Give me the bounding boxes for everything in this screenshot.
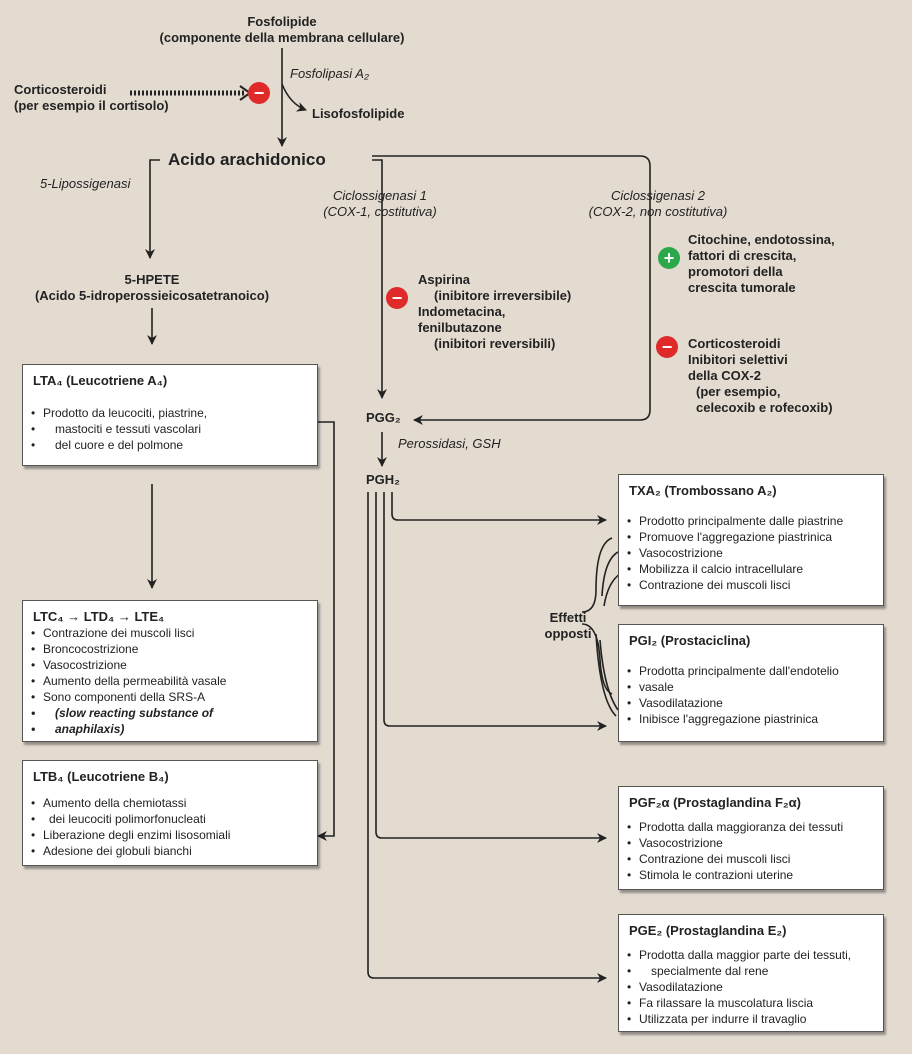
arrow-pgh2-pge2 — [367, 492, 607, 983]
txa2-item: Contrazione dei muscoli lisci — [627, 577, 843, 593]
cox1-sublabel: (COX-1, costitutiva) — [323, 204, 437, 219]
ltc4-item: Vasocostrizione — [31, 657, 226, 673]
arachidonic-acid-label: Acido arachidonico — [168, 150, 326, 169]
pge2-item: Utilizzata per indurre il travaglio — [627, 1011, 851, 1027]
hpete-fullname: (Acido 5-idroperossieicosatetranoico) — [34, 288, 270, 303]
pgi2-box: PGI₂ (Prostaciclina) Prodotta principalm… — [618, 624, 884, 742]
pgf2a-item: Vasocostrizione — [627, 835, 843, 851]
aspirin-sublabel: (inibitore irreversibile) — [434, 288, 572, 303]
ltb4-box: LTB₄ (Leucotriene B₄) Aumento della chem… — [22, 760, 318, 866]
pge2-item: Vasodilatazione — [627, 979, 851, 995]
lta4-title: LTA₄ (Leucotriene A₄) — [33, 373, 168, 388]
phospholipase-label: Fosfolipasi A₂ — [290, 66, 369, 81]
ltc4-note: anaphilaxis) — [31, 721, 226, 737]
ltc4-box: LTC₄ → LTD₄ → LTE₄ Contrazione dei musco… — [22, 600, 318, 742]
txa2-item: Promuove l'aggregazione piastrinica — [627, 529, 843, 545]
ltc4-item: Sono componenti della SRS-A — [31, 689, 226, 705]
ltc4-item: Broncocostrizione — [31, 641, 226, 657]
pgh2-label: PGH₂ — [366, 472, 400, 487]
pgi2-item: Vasodilatazione — [627, 695, 839, 711]
lipoxygenase-label: 5-Lipossigenasi — [40, 176, 131, 191]
arrow-pgh2-pgf2a — [375, 492, 607, 843]
pge2-item: Fa rilassare la muscolatura liscia — [627, 995, 851, 1011]
arrow-lta4-ltb4 — [312, 421, 335, 841]
pge2-box: PGE₂ (Prostaglandina E₂) Prodotta dalla … — [618, 914, 884, 1032]
phospholipid-label: Fosfolipide — [247, 14, 317, 29]
pgf2a-title: PGF₂α (Prostaglandina F₂α) — [629, 795, 801, 810]
lta4-item: Prodotto da leucociti, piastrine, — [31, 405, 207, 421]
ltb4-item: Aumento della chemiotassi — [31, 795, 230, 811]
pgf2a-box: PGF₂α (Prostaglandina F₂α) Prodotta dall… — [618, 786, 884, 890]
ltb4-item: dei leucociti polimorfonucleati — [31, 811, 230, 827]
txa2-box: TXA₂ (Trombossano A₂) Prodotto principal… — [618, 474, 884, 606]
arrow-pgh2-pgi2 — [383, 492, 607, 731]
ltb4-item: Adesione dei globuli bianchi — [31, 843, 230, 859]
connector-opposite-1 — [581, 537, 613, 613]
pge2-item: Prodotta dalla maggior parte dei tessuti… — [627, 947, 851, 963]
lysophospholipid-label: Lisofosfolipide — [312, 106, 405, 121]
stimulator-line-1: Citochine, endotossina, — [688, 232, 835, 247]
stimulation-plus-icon: + — [658, 247, 680, 269]
arrow-pgh2-txa2 — [391, 492, 607, 525]
phenylbutazone-label: fenilbutazone — [418, 320, 502, 335]
ltb4-title: LTB₄ (Leucotriene B₄) — [33, 769, 169, 784]
arrow-cox2 — [372, 155, 651, 425]
indomethacin-label: Indometacina, — [418, 304, 506, 319]
stimulator-line-4: crescita tumorale — [688, 280, 796, 295]
lta4-box: LTA₄ (Leucotriene A₄) Prodotto da leucoc… — [22, 364, 318, 466]
ltc4-item: Contrazione dei muscoli lisci — [31, 625, 226, 641]
cox2-inhibitor-line-5: celecoxib e rofecoxib) — [696, 400, 833, 415]
txa2-title: TXA₂ (Trombossano A₂) — [629, 483, 777, 498]
corticosteroids-label: Corticosteroidi — [14, 82, 107, 97]
pgg2-label: PGG₂ — [366, 410, 401, 425]
reversible-inhibitors-label: (inibitori reversibili) — [434, 336, 556, 351]
aspirin-inhibit-minus-icon: − — [386, 287, 408, 309]
opposite-effects-line-2: opposti — [544, 626, 592, 641]
cox2-inhibitor-line-4: (per esempio, — [696, 384, 781, 399]
arrow-lipoxygenase — [145, 159, 160, 259]
cox2-label: Ciclossigenasi 2 — [611, 188, 705, 203]
stimulator-line-2: fattori di crescita, — [688, 248, 797, 263]
ltc4-note: (slow reacting substance of — [31, 705, 226, 721]
cox2-inhibitor-line-2: Inibitori selettivi — [688, 352, 788, 367]
lta4-item: mastociti e tessuti vascolari — [31, 421, 207, 437]
pgi2-item: Prodotta principalmente dall'endotelio — [627, 663, 839, 679]
txa2-item: Prodotto principalmente dalle piastrine — [627, 513, 843, 529]
corticosteroids-sublabel: (per esempio il cortisolo) — [14, 98, 169, 113]
phospholipid-sublabel: (componente della membrana cellulare) — [159, 30, 405, 45]
pgi2-item: vasale — [627, 679, 839, 695]
cox2-inhibitor-line-1: Corticosteroidi — [688, 336, 781, 351]
cox2-inhibitor-line-3: della COX-2 — [688, 368, 761, 383]
lta4-item: del cuore e del polmone — [31, 437, 207, 453]
hpete-label: 5-HPETE — [124, 272, 180, 287]
arrow-lysophospholipid — [281, 83, 307, 112]
connector-opposite-2 — [581, 623, 613, 695]
pgf2a-item: Contrazione dei muscoli lisci — [627, 851, 843, 867]
ltc4-title: LTC₄ → LTD₄ → LTE₄ — [33, 609, 165, 624]
ltc4-item: Aumento della permeabilità vasale — [31, 673, 226, 689]
cox1-label: Ciclossigenasi 1 — [333, 188, 427, 203]
inhibition-minus-icon: − — [248, 82, 270, 104]
peroxidase-label: Perossidasi, GSH — [398, 436, 501, 451]
txa2-item: Mobilizza il calcio intracellulare — [627, 561, 843, 577]
pge2-item: specialmente dal rene — [627, 963, 851, 979]
stimulator-line-3: promotori della — [688, 264, 783, 279]
arrow-cox1 — [372, 159, 387, 399]
cox2-inhibit-minus-icon: − — [656, 336, 678, 358]
ltb4-item: Liberazione degli enzimi lisosomiali — [31, 827, 230, 843]
pge2-title: PGE₂ (Prostaglandina E₂) — [629, 923, 787, 938]
cox2-sublabel: (COX-2, non costitutiva) — [588, 204, 728, 219]
txa2-item: Vasocostrizione — [627, 545, 843, 561]
aspirin-label: Aspirina — [418, 272, 471, 287]
pgi2-title: PGI₂ (Prostaciclina) — [629, 633, 751, 648]
pgf2a-item: Prodotta dalla maggioranza dei tessuti — [627, 819, 843, 835]
pgf2a-item: Stimola le contrazioni uterine — [627, 867, 843, 883]
opposite-effects-line-1: Effetti — [549, 610, 587, 625]
pgi2-item: Inibisce l'aggregazione piastrinica — [627, 711, 839, 727]
